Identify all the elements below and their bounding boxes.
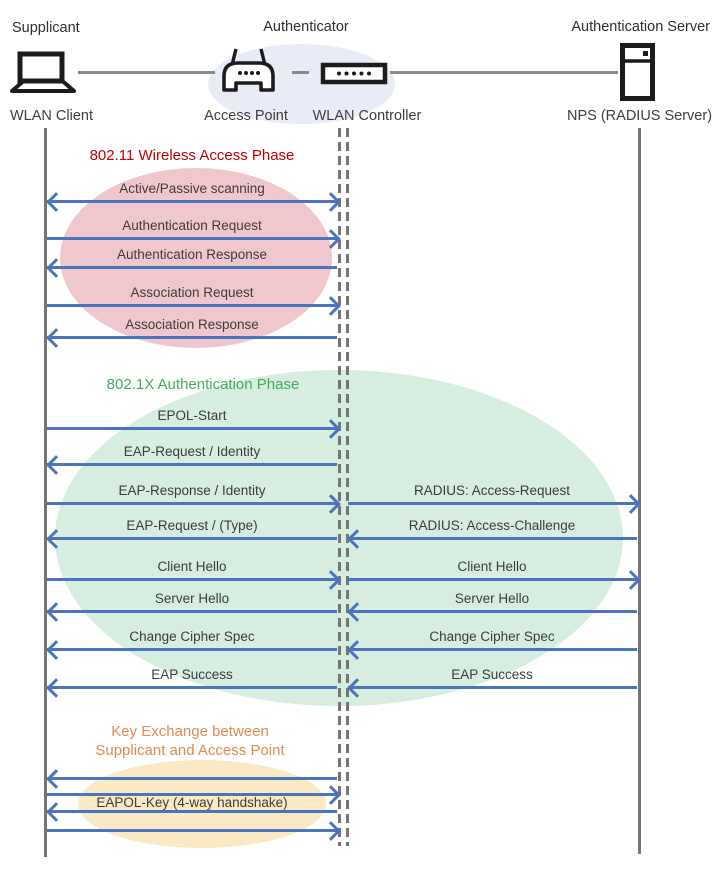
- message-arrow: [47, 686, 337, 689]
- phase1-ellipse: [60, 168, 332, 348]
- message-arrow: [348, 578, 637, 581]
- message-label: EPOL-Start: [157, 408, 227, 423]
- connector-line-controller-server: [390, 71, 618, 74]
- phase3-title-line-1: Key Exchange between: [111, 723, 269, 740]
- message-label: Active/Passive scanning: [119, 181, 265, 196]
- message-label: Server Hello: [154, 591, 230, 606]
- message-label: RADIUS: Access-Request: [413, 483, 571, 498]
- message-label: Client Hello: [157, 559, 227, 574]
- message-arrow: [47, 427, 337, 430]
- message-label: Client Hello: [457, 559, 527, 574]
- server-icon: [620, 43, 655, 101]
- phase3-ellipse: [78, 760, 326, 848]
- message-arrow: [47, 537, 337, 540]
- arrowhead-left-icon: [46, 769, 66, 789]
- phase3-title-line-2: Supplicant and Access Point: [95, 742, 285, 759]
- role-label-authenticator: Authenticator: [263, 19, 349, 35]
- lifeline-supplicant: [44, 128, 47, 857]
- lifeline-controller-left: [338, 128, 341, 846]
- message-label: Association Request: [130, 285, 254, 300]
- message-arrow: [47, 237, 337, 240]
- phase2-title: 802.1X Authentication Phase: [106, 376, 300, 393]
- message-label: Change Cipher Spec: [429, 629, 555, 644]
- message-label: EAP Success: [151, 667, 233, 682]
- message-label: Authentication Request: [122, 218, 262, 233]
- message-arrow: [47, 610, 337, 613]
- lifeline-controller-right: [346, 128, 349, 846]
- message-arrow: [47, 578, 337, 581]
- device-label-wlan-controller: WLAN Controller: [312, 108, 422, 124]
- message-label: EAP-Response / Identity: [118, 483, 266, 498]
- message-label: EAPOL-Key (4-way handshake): [96, 795, 288, 810]
- message-arrow: [47, 810, 337, 813]
- message-label: EAP Success: [451, 667, 533, 682]
- device-label-access-point: Access Point: [204, 108, 288, 124]
- message-label: Authentication Response: [116, 247, 268, 262]
- message-arrow: [348, 686, 637, 689]
- message-arrow: [47, 829, 337, 832]
- message-arrow: [47, 266, 337, 269]
- message-arrow: [47, 200, 337, 203]
- device-label-wlan-client: WLAN Client: [10, 108, 93, 124]
- laptop-icon: [10, 51, 76, 93]
- message-label: Change Cipher Spec: [129, 629, 255, 644]
- message-arrow: [348, 648, 637, 651]
- role-label-authentication-server: Authentication Server: [571, 19, 710, 35]
- lifeline-server: [638, 128, 641, 854]
- device-label-nps-radius-server: NPS (RADIUS Server): [567, 108, 713, 124]
- message-arrow: [47, 793, 337, 796]
- message-arrow: [348, 502, 637, 505]
- message-label: Association Response: [125, 317, 259, 332]
- phase1-title: 802.11 Wireless Access Phase: [89, 147, 295, 164]
- message-arrow: [47, 304, 337, 307]
- role-label-supplicant: Supplicant: [12, 20, 80, 36]
- message-label: EAP-Request / (Type): [126, 518, 258, 533]
- message-arrow: [348, 610, 637, 613]
- message-label: Server Hello: [454, 591, 530, 606]
- message-label: EAP-Request / Identity: [123, 444, 261, 459]
- phase3-title: Key Exchange between Supplicant and Acce…: [50, 722, 330, 760]
- connector-line-client-ap: [78, 71, 215, 74]
- message-arrow: [47, 463, 337, 466]
- message-label: RADIUS: Access-Challenge: [408, 518, 576, 533]
- message-arrow: [47, 336, 337, 339]
- access-point-icon: [222, 48, 275, 92]
- message-arrow: [47, 648, 337, 651]
- message-arrow: [348, 537, 637, 540]
- connector-dash-ap-controller: [292, 71, 309, 74]
- message-arrow: [47, 502, 337, 505]
- message-arrow: [47, 777, 337, 780]
- wlan-controller-icon: [320, 62, 388, 85]
